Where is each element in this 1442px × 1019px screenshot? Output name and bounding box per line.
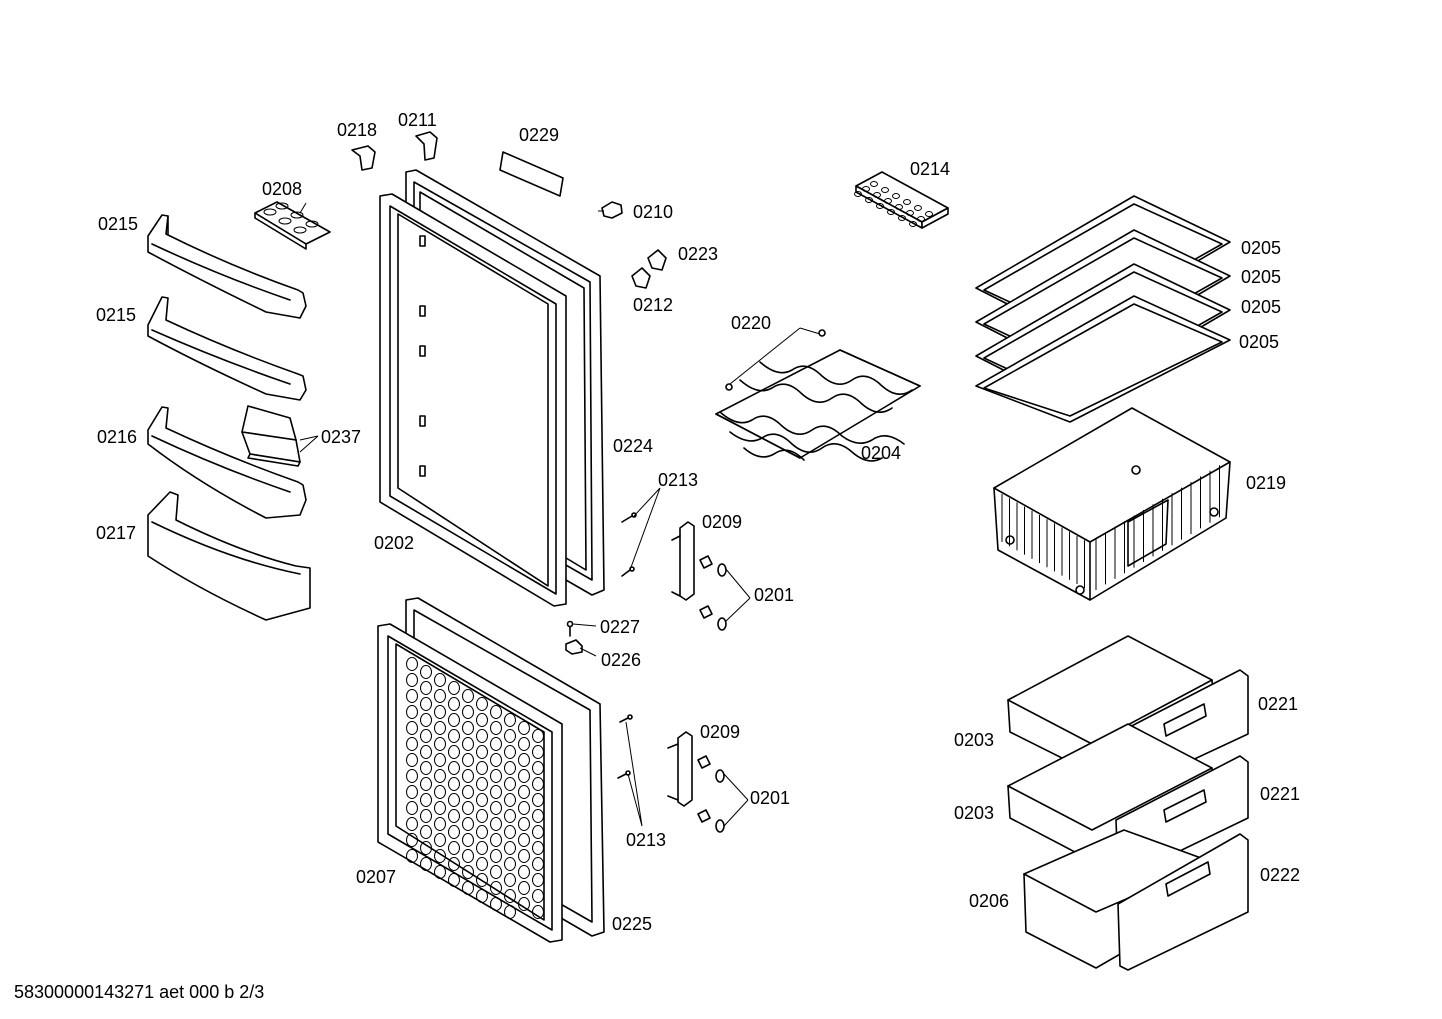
egg-holder-0237	[241, 405, 301, 467]
label-0222: 0222	[1260, 865, 1301, 885]
label-0205-2: 0205	[1241, 267, 1282, 287]
leader-lines	[299, 202, 821, 827]
label-0216: 0216	[97, 427, 138, 447]
label-0208: 0208	[262, 179, 303, 199]
pin-0227	[566, 620, 574, 637]
door-shelf-0216	[147, 406, 307, 519]
label-0221-middle: 0221	[1260, 784, 1301, 804]
label-0229: 0229	[519, 125, 560, 145]
handle-0209-lower	[667, 731, 693, 807]
label-0215-middle: 0215	[96, 305, 137, 325]
label-0214: 0214	[910, 159, 951, 179]
label-0223: 0223	[678, 244, 719, 264]
screws-0201-lower	[697, 755, 725, 833]
label-0229	[499, 151, 564, 197]
door-shelf-0215-top	[147, 214, 307, 319]
label-0205-4: 0205	[1239, 332, 1280, 352]
drawing-reference-footer: 58300000143271 aet 000 b 2/3	[14, 982, 265, 1002]
hinge-0211	[415, 131, 438, 161]
egg-tray-0208	[254, 201, 331, 250]
ice-tray-cells	[854, 181, 933, 227]
door-shelf-0215-middle	[147, 296, 307, 401]
label-0213-upper: 0213	[658, 470, 699, 490]
label-0217: 0217	[96, 523, 137, 543]
label-0219: 0219	[1246, 473, 1287, 493]
label-0213-lower: 0213	[626, 830, 667, 850]
glass-shelf-0205-4	[975, 295, 1231, 423]
label-0220: 0220	[731, 313, 772, 333]
ice-tray-0214	[855, 171, 949, 229]
label-0209-lower: 0209	[700, 722, 741, 742]
label-0212: 0212	[633, 295, 674, 315]
label-0203-top: 0203	[954, 730, 995, 750]
screws-0201-upper	[699, 555, 727, 631]
clip-0210	[601, 201, 623, 219]
label-0201-upper: 0201	[754, 585, 795, 605]
clip-0223-0212	[631, 249, 667, 289]
lower-gasket-0207	[377, 623, 563, 943]
label-0207: 0207	[356, 867, 397, 887]
label-0237: 0237	[321, 427, 362, 447]
crisper-0219	[993, 407, 1231, 601]
label-0215-top: 0215	[98, 214, 139, 234]
crisper-ribs	[1001, 465, 1220, 590]
label-0224: 0224	[613, 436, 654, 456]
label-0211: 0211	[398, 110, 437, 130]
label-0205-1: 0205	[1241, 238, 1282, 258]
hinge-cover-0218	[351, 145, 376, 171]
upper-gasket-0202	[379, 193, 567, 607]
label-0202: 0202	[374, 533, 415, 553]
wine-rack-0204	[715, 329, 921, 462]
screws-0213-lower	[617, 714, 633, 779]
block-0226	[565, 639, 583, 655]
label-0205-3: 0205	[1241, 297, 1282, 317]
label-0210: 0210	[633, 202, 674, 222]
label-0221-top: 0221	[1258, 694, 1299, 714]
label-0226: 0226	[601, 650, 642, 670]
handle-0209-upper	[671, 521, 695, 601]
label-0201-lower: 0201	[750, 788, 791, 808]
label-0225: 0225	[612, 914, 653, 934]
freezer-drawer-0206-bottom	[1023, 829, 1249, 971]
label-0227: 0227	[600, 617, 641, 637]
lower-door-dimples	[406, 657, 544, 919]
label-0218: 0218	[337, 120, 378, 140]
label-0204: 0204	[861, 443, 902, 463]
label-0209-upper: 0209	[702, 512, 743, 532]
bottle-shelf-0217	[147, 491, 311, 621]
label-0203-middle: 0203	[954, 803, 995, 823]
screws-0213-upper	[621, 512, 637, 577]
label-0206: 0206	[969, 891, 1010, 911]
